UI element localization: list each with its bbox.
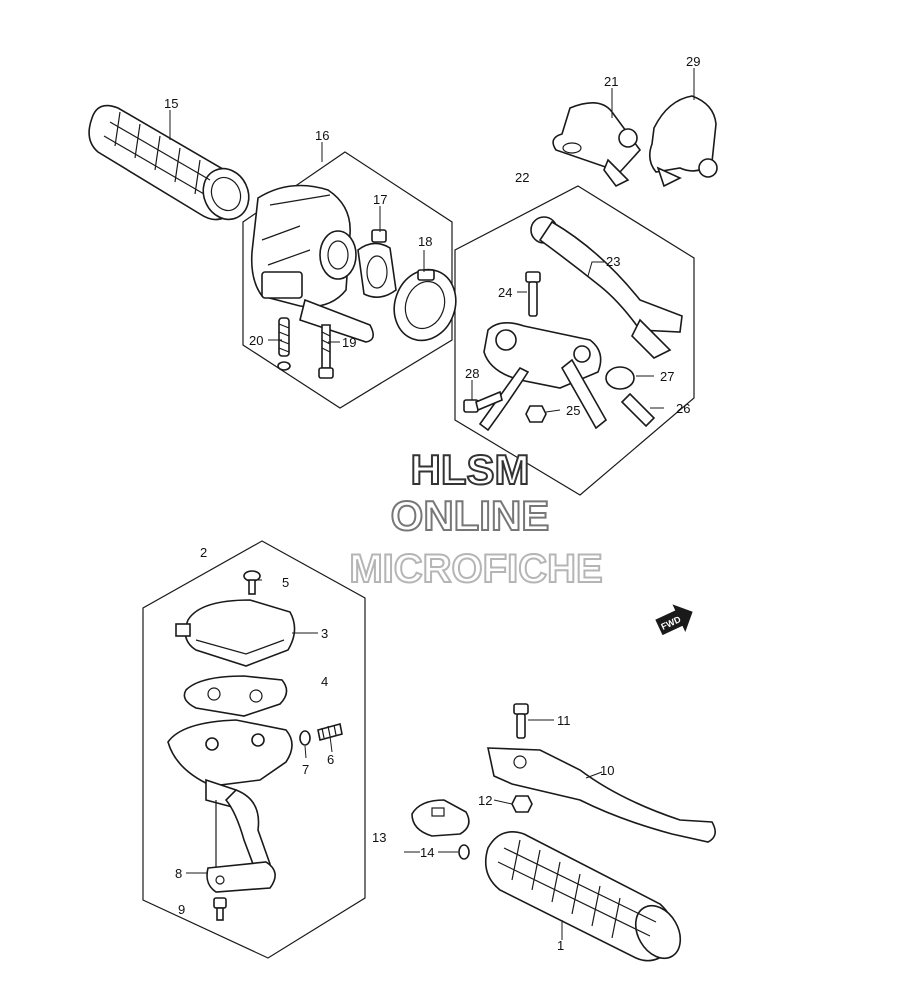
callout-6: 6 bbox=[327, 752, 334, 767]
callout-9: 9 bbox=[178, 902, 185, 917]
screw-5 bbox=[243, 570, 261, 595]
lever-10 bbox=[487, 747, 716, 843]
callout-8: 8 bbox=[175, 866, 182, 881]
bolt-9 bbox=[213, 897, 227, 921]
callout-5: 5 bbox=[282, 575, 289, 590]
pivot-bolt-11 bbox=[513, 703, 529, 739]
cover-3 bbox=[175, 599, 296, 667]
nut-25 bbox=[525, 405, 547, 423]
screw-19 bbox=[318, 324, 334, 379]
switch-13 bbox=[411, 799, 470, 837]
watermark-line-2: ONLINE bbox=[391, 492, 550, 539]
grip-right bbox=[484, 831, 682, 962]
callout-11: 11 bbox=[557, 713, 571, 728]
group-frame-2 bbox=[142, 540, 366, 959]
throttle-collar-17 bbox=[357, 229, 397, 298]
master-cylinder-body bbox=[478, 322, 608, 432]
bracket-8 bbox=[206, 861, 276, 893]
housing-lower bbox=[167, 719, 293, 810]
callout-24: 24 bbox=[498, 285, 512, 300]
callout-19: 19 bbox=[342, 335, 356, 350]
callout-18: 18 bbox=[418, 234, 432, 249]
callout-20: 20 bbox=[249, 333, 263, 348]
callout-25: 25 bbox=[566, 403, 580, 418]
fwd-direction-badge: FWD bbox=[655, 604, 693, 636]
lever-23 bbox=[530, 216, 683, 359]
callout-labels: 15 16 17 18 19 20 21 22 23 24 25 26 27 2… bbox=[164, 54, 700, 953]
screw-6 bbox=[317, 723, 343, 741]
screw-14 bbox=[458, 844, 470, 860]
callout-16: 16 bbox=[315, 128, 329, 143]
watermark-line-1: HLSM bbox=[411, 446, 530, 493]
screw-26 bbox=[620, 392, 656, 428]
group-frame-22 bbox=[454, 185, 695, 496]
arrow-right-icon bbox=[655, 604, 693, 636]
switch-housing-left bbox=[250, 184, 374, 343]
group-frame-16 bbox=[242, 151, 453, 409]
callout-17: 17 bbox=[373, 192, 387, 207]
callout-21: 21 bbox=[604, 74, 618, 89]
pivot-bolt-24 bbox=[525, 271, 541, 317]
throttle-ring-18 bbox=[393, 268, 457, 342]
callout-27: 27 bbox=[660, 369, 674, 384]
callout-10: 10 bbox=[600, 763, 614, 778]
diaphragm-4 bbox=[183, 675, 288, 717]
callout-29: 29 bbox=[686, 54, 700, 69]
callout-4: 4 bbox=[321, 674, 328, 689]
washer-7 bbox=[299, 730, 311, 746]
callout-13: 13 bbox=[372, 830, 386, 845]
callout-3: 3 bbox=[321, 626, 328, 641]
bracket-21 bbox=[552, 102, 642, 188]
bolt-28 bbox=[463, 390, 503, 413]
callout-15: 15 bbox=[164, 96, 178, 111]
callout-28: 28 bbox=[465, 366, 479, 381]
bracket-29 bbox=[648, 95, 718, 188]
callout-14: 14 bbox=[420, 845, 434, 860]
watermark: HLSM ONLINE MICROFICHE bbox=[348, 445, 603, 592]
callout-7: 7 bbox=[302, 762, 309, 777]
watermark-line-3: MICROFICHE bbox=[349, 547, 602, 591]
leader-lines bbox=[169, 68, 695, 940]
grip-left bbox=[88, 104, 250, 221]
spring-20 bbox=[277, 317, 291, 371]
callout-22: 22 bbox=[515, 170, 529, 185]
callout-2: 2 bbox=[200, 545, 207, 560]
callout-23: 23 bbox=[606, 254, 620, 269]
switch-27 bbox=[605, 366, 635, 390]
callout-1: 1 bbox=[557, 938, 564, 953]
callout-12: 12 bbox=[478, 793, 492, 808]
nut-12 bbox=[511, 795, 533, 813]
callout-26: 26 bbox=[676, 401, 690, 416]
